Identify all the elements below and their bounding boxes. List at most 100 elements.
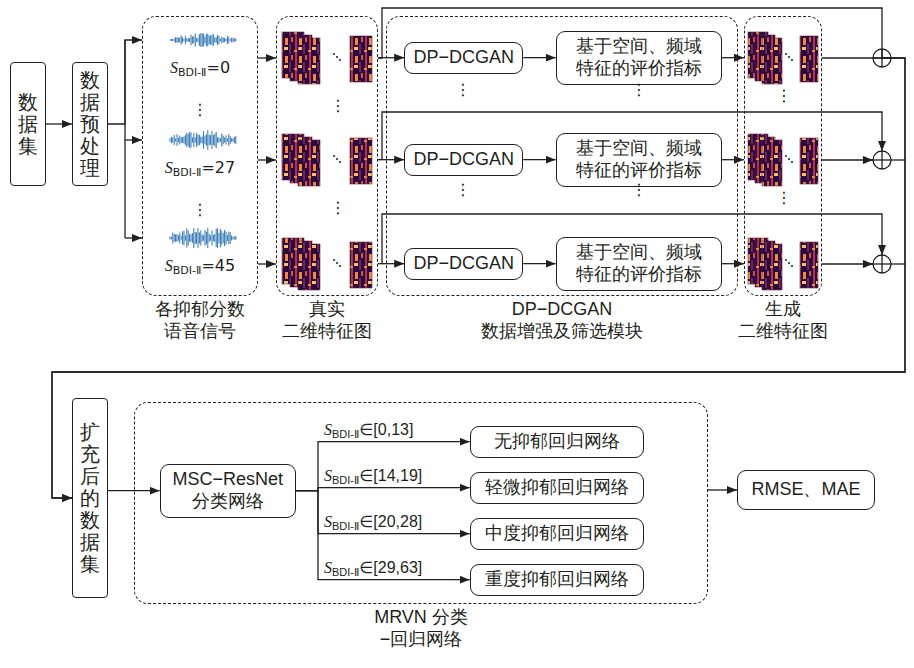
ellipsis-mark: ⋮ bbox=[776, 86, 792, 105]
group-frame: 各抑郁分数 语音信号 bbox=[142, 16, 258, 296]
sum-wire bbox=[891, 263, 905, 264]
ellipsis-dot bbox=[333, 53, 335, 55]
process-box: 重度抑郁回归网络 bbox=[470, 564, 644, 596]
connector-arrow bbox=[296, 442, 470, 491]
ellipsis-dot bbox=[788, 262, 790, 264]
speech-waveform bbox=[170, 228, 236, 248]
connector-arrow bbox=[52, 8, 905, 498]
process-box: 中度抑郁回归网络 bbox=[470, 518, 644, 550]
ellipsis-dot bbox=[339, 265, 341, 267]
connector-arrow bbox=[523, 159, 556, 160]
ellipsis-dot bbox=[785, 53, 787, 55]
feature-map bbox=[350, 36, 372, 82]
group-frame: 真实 二维特征图 bbox=[276, 16, 378, 296]
process-box: DP−DCGAN bbox=[404, 248, 523, 280]
ellipsis-mark: ⋮ bbox=[776, 188, 792, 207]
box-label: 扩充后的数据集 bbox=[80, 421, 100, 575]
connector-arrow bbox=[523, 263, 556, 264]
edge-label: SBDI-Ⅱ∈[14,19] bbox=[322, 466, 424, 487]
connector-arrow bbox=[296, 491, 470, 580]
row-arrow bbox=[822, 159, 873, 160]
ellipsis-dot bbox=[336, 262, 338, 264]
process-box: 基于空间、频域 特征的评价指标 bbox=[556, 133, 722, 187]
group-caption: 真实 二维特征图 bbox=[281, 299, 373, 343]
sum-wire bbox=[891, 159, 905, 160]
connector-arrow bbox=[296, 488, 470, 491]
ellipsis-dot bbox=[791, 59, 793, 61]
sum-symbol bbox=[873, 255, 891, 273]
connector-arrow bbox=[722, 57, 744, 58]
process-box: 轻微抑郁回归网络 bbox=[470, 472, 644, 504]
group-caption: MRVN 分类−回归网络 bbox=[361, 607, 482, 651]
score-label: SBDI-Ⅱ=27 bbox=[165, 158, 235, 179]
feature-map bbox=[762, 244, 782, 290]
connector-arrow bbox=[52, 58, 905, 498]
connector-arrow bbox=[722, 159, 744, 160]
box-label: 轻微抑郁回归网络 bbox=[485, 477, 629, 499]
edge-label: SBDI-Ⅱ∈[20,28] bbox=[322, 512, 424, 533]
group-caption: 生成 二维特征图 bbox=[737, 299, 829, 343]
process-box: 基于空间、频域 特征的评价指标 bbox=[556, 237, 722, 291]
ellipsis-mark: ⋮ bbox=[631, 180, 647, 199]
sum-symbol bbox=[873, 151, 891, 169]
connector-arrow bbox=[708, 489, 737, 490]
box-label: DP−DCGAN bbox=[413, 253, 514, 275]
feature-map bbox=[298, 140, 320, 186]
process-box: DP−DCGAN bbox=[404, 144, 523, 176]
split-arrow bbox=[125, 139, 142, 140]
connector-arrow bbox=[378, 159, 404, 160]
ellipsis-mark: ⋮ bbox=[330, 198, 346, 217]
group-caption: DP−DCGAN 数据增强及筛选模块 bbox=[480, 299, 644, 343]
score-label: SBDI-Ⅱ=0 bbox=[170, 58, 230, 79]
speech-waveform bbox=[170, 33, 236, 47]
ellipsis-mark: ⋮ bbox=[192, 200, 208, 219]
connector-arrow bbox=[108, 40, 142, 124]
ellipsis-dot bbox=[791, 161, 793, 163]
connector-arrow bbox=[523, 57, 556, 58]
split-arrow bbox=[125, 237, 142, 238]
feature-map bbox=[762, 38, 782, 84]
ellipsis-dot bbox=[333, 155, 335, 157]
box-label: MSC−ResNet 分类网络 bbox=[171, 469, 284, 512]
connector-arrow bbox=[296, 491, 470, 534]
feature-map bbox=[800, 36, 818, 82]
process-box: 无抑郁回归网络 bbox=[470, 426, 644, 458]
ellipsis-dot bbox=[333, 259, 335, 261]
process-box: DP−DCGAN bbox=[404, 42, 523, 74]
ellipsis-dot bbox=[336, 158, 338, 160]
ellipsis-mark: ⋮ bbox=[330, 96, 346, 115]
ellipsis-dot bbox=[336, 56, 338, 58]
box-label: 基于空间、频域 特征的评价指标 bbox=[575, 138, 703, 181]
connector-arrow bbox=[378, 263, 404, 264]
box-label: 基于空间、频域 特征的评价指标 bbox=[575, 242, 703, 285]
feature-map bbox=[800, 138, 818, 184]
feature-map bbox=[800, 242, 818, 288]
box-label: 无抑郁回归网络 bbox=[494, 431, 620, 453]
feature-map bbox=[298, 244, 320, 290]
box-label: 重度抑郁回归网络 bbox=[485, 569, 629, 591]
edge-label: SBDI-Ⅱ∈[0,13] bbox=[322, 420, 415, 441]
row-arrow bbox=[258, 263, 276, 264]
row-arrow bbox=[258, 159, 276, 160]
box-label: DP−DCGAN bbox=[413, 47, 514, 69]
row-arrow bbox=[822, 263, 873, 264]
feature-map bbox=[298, 38, 320, 84]
ellipsis-mark: ⋮ bbox=[455, 80, 471, 99]
edge-label: SBDI-Ⅱ∈[29,63] bbox=[322, 558, 424, 579]
ellipsis-dot bbox=[788, 56, 790, 58]
feature-map bbox=[350, 242, 372, 288]
score-label: SBDI-Ⅱ=45 bbox=[165, 256, 235, 277]
process-box: 数据预处理 bbox=[72, 62, 108, 186]
connector-arrow bbox=[46, 123, 72, 124]
static-wires bbox=[125, 40, 905, 273]
ellipsis-dot bbox=[339, 59, 341, 61]
box-label: DP−DCGAN bbox=[413, 149, 514, 171]
ellipsis-mark: ⋮ bbox=[192, 100, 208, 119]
process-box: 数据集 bbox=[10, 62, 46, 186]
process-box: MSC−ResNet 分类网络 bbox=[160, 464, 296, 518]
connector-arrow bbox=[258, 57, 276, 58]
ellipsis-mark: ⋮ bbox=[631, 80, 647, 99]
process-box: 基于空间、频域 特征的评价指标 bbox=[556, 31, 722, 85]
box-label: 数据预处理 bbox=[80, 69, 100, 179]
box-label: 基于空间、频域 特征的评价指标 bbox=[575, 36, 703, 79]
